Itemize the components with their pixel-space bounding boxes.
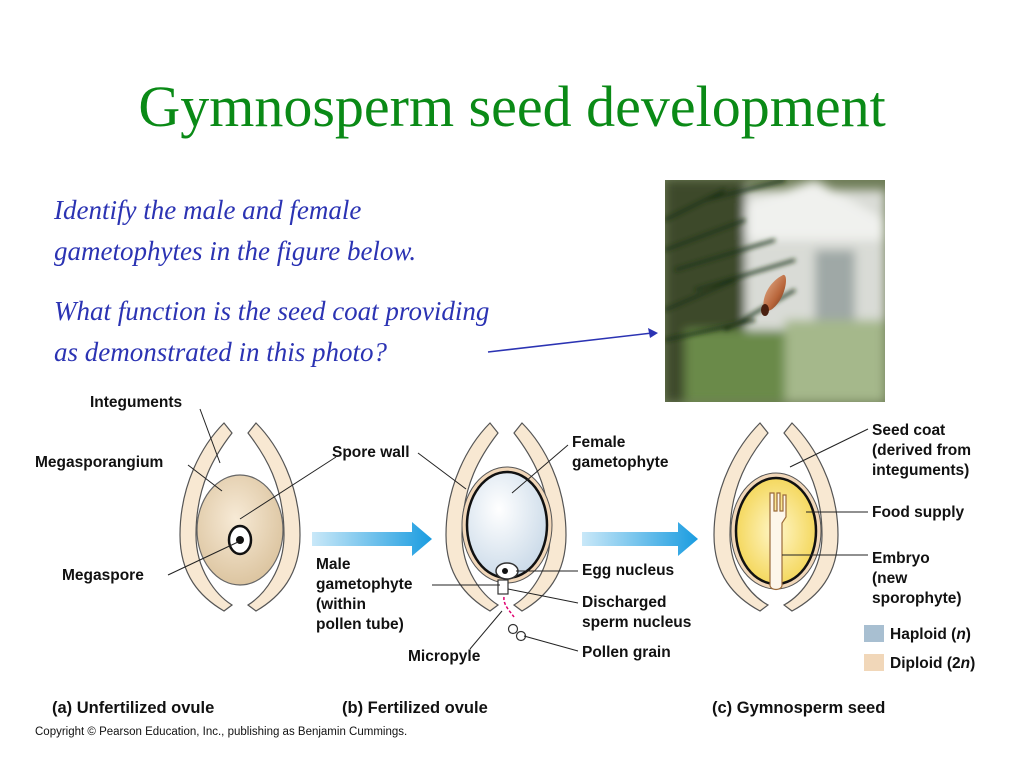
label-female-gametophyte-2: gametophyte <box>572 454 669 471</box>
question-1-line-1: Identify the male and female <box>54 195 362 225</box>
copyright-notice: Copyright © Pearson Education, Inc., pub… <box>35 726 408 738</box>
winged-seed-photo <box>665 180 885 402</box>
seed-development-diagram: Integuments Megasporangium Megaspore (a)… <box>35 394 975 717</box>
label-megaspore: Megaspore <box>62 567 144 584</box>
question-1-line-2: gametophytes in the figure below. <box>54 236 417 266</box>
label-female-gametophyte-1: Female <box>572 434 626 451</box>
arrow-a-to-b <box>312 522 432 556</box>
panel-b-ovule <box>445 422 567 642</box>
label-egg-nucleus: Egg nucleus <box>582 562 674 579</box>
slide-title: Gymnosperm seed development <box>138 74 886 139</box>
leader-lines <box>167 408 869 652</box>
label-integuments: Integuments <box>90 394 182 411</box>
label-embryo-2: (new <box>872 570 908 587</box>
label-spore-wall: Spore wall <box>332 444 410 461</box>
label-seed-coat-2: (derived from <box>872 442 971 459</box>
question-2-line-1: What function is the seed coat providing <box>54 296 490 326</box>
label-discharged-2: sperm nucleus <box>582 614 691 631</box>
label-pollen-grain: Pollen grain <box>582 644 671 661</box>
legend-diploid-label: Diploid (2n) <box>890 655 975 672</box>
question-1: Identify the male and female gametophyte… <box>54 190 654 272</box>
legend: Haploid (n) Diploid (2n) <box>864 625 975 672</box>
question-2: What function is the seed coat providing… <box>54 291 654 373</box>
legend-diploid-swatch <box>864 654 884 671</box>
label-discharged-1: Discharged <box>582 594 666 611</box>
label-micropyle: Micropyle <box>408 648 481 665</box>
question-2-line-2: as demonstrated in this photo? <box>54 337 388 367</box>
label-food-supply: Food supply <box>872 504 965 521</box>
label-seed-coat-1: Seed coat <box>872 422 945 439</box>
label-seed-coat-3: integuments) <box>872 462 969 479</box>
caption-a: (a) Unfertilized ovule <box>52 699 214 717</box>
caption-b: (b) Fertilized ovule <box>342 699 488 717</box>
label-male-2: gametophyte <box>316 576 413 593</box>
panel-c-seed <box>713 422 839 612</box>
label-male-4: pollen tube) <box>316 616 404 633</box>
label-embryo-1: Embryo <box>872 550 930 567</box>
panel-a-ovule <box>179 422 301 612</box>
label-male-3: (within <box>316 596 366 613</box>
label-male-1: Male <box>316 556 351 573</box>
arrow-b-to-c <box>582 522 698 556</box>
legend-haploid-swatch <box>864 625 884 642</box>
caption-c: (c) Gymnosperm seed <box>712 699 885 717</box>
label-embryo-3: sporophyte) <box>872 590 962 607</box>
label-megasporangium: Megasporangium <box>35 454 163 471</box>
legend-haploid-label: Haploid (n) <box>890 626 971 643</box>
